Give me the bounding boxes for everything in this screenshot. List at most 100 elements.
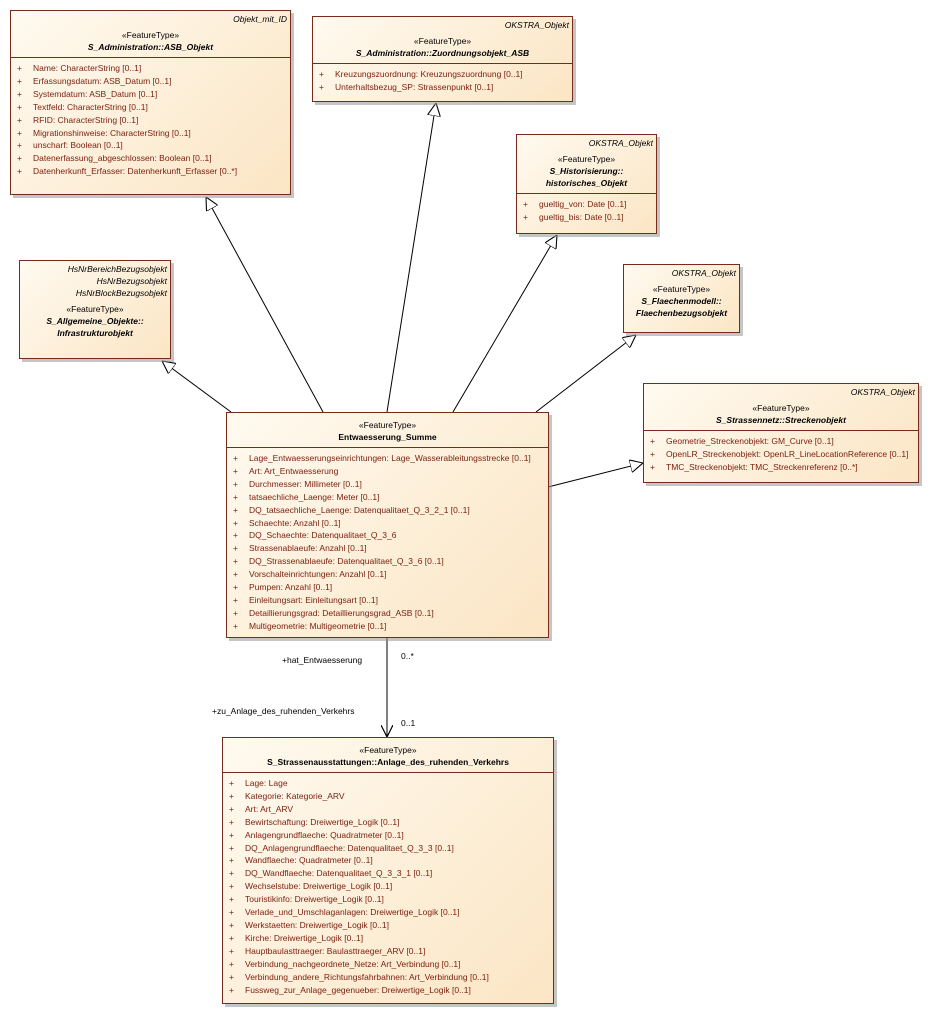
class-header: OKSTRA_Objekt «FeatureType» S_Flaechenmo… — [624, 265, 739, 323]
stereotype-label: «FeatureType» — [358, 420, 417, 430]
attribute-text: Name: CharacterString [0..1] — [33, 63, 142, 73]
visibility-marker: + — [229, 971, 234, 982]
visibility-marker: + — [229, 958, 234, 969]
attribute-text: Werkstaetten: Dreiwertige_Logik [0..1] — [245, 919, 389, 930]
attribute-text: Lage: Lage — [245, 778, 288, 788]
attribute-text: Datenerfassung_abgeschlossen: Boolean [0… — [33, 153, 212, 164]
visibility-marker: + — [229, 984, 234, 995]
attribute-text: Durchmesser: Millimeter [0..1] — [249, 478, 362, 489]
visibility-marker: + — [233, 543, 238, 554]
class-header: «FeatureType» Entwaesserung_Summe — [227, 413, 548, 447]
attribute-row: +Lage_Entwaesserungseinrichtungen: Lage_… — [227, 452, 548, 465]
attribute-text: DQ_Strassenablaeufe: Datenqualitaet_Q_3_… — [249, 556, 444, 567]
attribute-compartment: + Kreuzungszuordnung: Kreuzungszuordnung … — [313, 63, 572, 97]
attribute-text: Pumpen: Anzahl [0..1] — [249, 582, 333, 593]
attribute-row: + Lage: Lage — [223, 777, 553, 790]
attribute-row: +Touristikinfo: Dreiwertige_Logik [0..1] — [223, 893, 553, 906]
attribute-row: +gueltig_von: Date [0..1] — [517, 198, 656, 211]
class-header: HsNrBereichBezugsobjekt HsNrBezugsobjekt… — [20, 261, 170, 343]
class-name: S_Strassenausstattungen::Anlage_des_ruhe… — [267, 757, 509, 767]
visibility-marker: + — [17, 75, 22, 86]
attribute-row: + DQ_Strassenablaeufe: Datenqualitaet_Q_3… — [227, 555, 548, 568]
tagged-value: HsNrBereichBezugsobjekt — [67, 264, 167, 274]
stereotype-label: «FeatureType» — [121, 30, 180, 40]
visibility-marker: + — [229, 932, 234, 943]
attribute-row: +unscharf: Boolean [0..1] — [11, 139, 290, 152]
attribute-row: +Einleitungsart: Einleitungsart [0..1] — [227, 594, 548, 607]
tagged-value: OKSTRA_Objekt — [588, 138, 653, 148]
class-name-line2: Flaechenbezugsobjekt — [635, 308, 728, 318]
class-asb-objekt[interactable]: Objekt_mit_ID «FeatureType» S_Administra… — [10, 10, 291, 195]
class-anlage-des-ruhenden-verkehrs[interactable]: «FeatureType» S_Strassenausstattungen::A… — [222, 737, 554, 1004]
class-entwaesserung-summe[interactable]: «FeatureType» Entwaesserung_Summe +Lage_… — [226, 412, 549, 638]
visibility-marker: + — [523, 199, 528, 209]
attribute-text: Anlagengrundflaeche: Quadratmeter [0..1] — [245, 829, 404, 840]
attribute-text: Systemdatum: ASB_Datum [0..1] — [33, 88, 158, 99]
generalization-infrastrukturobjekt — [162, 361, 232, 413]
attribute-row: +Werkstaetten: Dreiwertige_Logik [0..1] — [223, 919, 553, 932]
visibility-marker: + — [233, 582, 238, 593]
visibility-marker: + — [319, 69, 324, 79]
class-name: S_Historisierung:: — [549, 166, 624, 176]
stereotype-label: «FeatureType» — [66, 304, 124, 314]
class-historisches-objekt[interactable]: OKSTRA_Objekt «FeatureType» S_Historisie… — [516, 134, 657, 234]
class-infrastrukturobjekt[interactable]: HsNrBereichBezugsobjekt HsNrBezugsobjekt… — [19, 260, 171, 359]
visibility-marker: + — [233, 491, 238, 502]
attribute-row: + Kreuzungszuordnung: Kreuzungszuordnung … — [313, 68, 572, 81]
visibility-marker: + — [229, 829, 234, 840]
visibility-marker: + — [233, 607, 238, 618]
attribute-text: Strassenablaeufe: Anzahl [0..1] — [249, 543, 367, 554]
visibility-marker: + — [233, 530, 238, 541]
attribute-text: Fussweg_zur_Anlage_gegenueber: Dreiwerti… — [245, 984, 471, 995]
class-flaechenbezugsobjekt[interactable]: OKSTRA_Objekt «FeatureType» S_Flaechenmo… — [623, 264, 740, 333]
visibility-marker: + — [229, 778, 234, 788]
attribute-text: Datenherkunft_Erfasser: Datenherkunft_Er… — [33, 166, 238, 177]
attribute-row: +Geometrie_Streckenobjekt: GM_Curve [0..… — [644, 435, 918, 448]
generalization-asb-objekt — [206, 197, 324, 413]
attribute-compartment: +Lage: Lage+Kategorie: Kategorie_ARV+Art… — [223, 772, 553, 999]
attribute-row: +Verlade_und_Umschlaganlagen: Dreiwertig… — [223, 906, 553, 919]
association-target-role: +zu_Anlage_des_ruhenden_Verkehrs — [212, 706, 355, 716]
attribute-text: Art: Art_Entwaesserung — [249, 465, 339, 476]
attribute-text: Lage_Entwaesserungseinrichtungen: Lage_W… — [249, 453, 531, 463]
visibility-marker: + — [233, 556, 238, 567]
attribute-text: RFID: CharacterString [0..1] — [33, 114, 139, 125]
attribute-text: OpenLR_Streckenobjekt: OpenLR_LineLocati… — [666, 448, 909, 459]
attribute-text: TMC_Streckenobjekt: TMC_Streckenreferenz… — [666, 461, 858, 472]
generalization-zuordnungsobjekt — [386, 103, 436, 413]
visibility-marker: + — [229, 881, 234, 892]
visibility-marker: + — [650, 436, 655, 446]
class-header: «FeatureType» S_Strassenausstattungen::A… — [223, 738, 553, 772]
attribute-row: +OpenLR_Streckenobjekt: OpenLR_LineLocat… — [644, 448, 918, 461]
class-streckenobjekt[interactable]: OKSTRA_Objekt «FeatureType» S_Strassenne… — [643, 383, 919, 483]
attribute-row: +DQ_Wandflaeche: Datenqualitaet_Q_3_3_1 … — [223, 867, 553, 880]
attribute-text: Kreuzungszuordnung: Kreuzungszuordnung [… — [335, 69, 523, 79]
attribute-text: Schaechte: Anzahl [0..1] — [249, 517, 341, 528]
attribute-row: + Kirche: Dreiwertige_Logik [0..1] — [223, 932, 553, 945]
attribute-row: +Migrationshinweise: CharacterString [0.… — [11, 127, 290, 140]
attribute-text: Wechselstube: Dreiwertige_Logik [0..1] — [245, 881, 393, 892]
attribute-text: Hauptbaulasttraeger: Baulasttraeger_ARV … — [245, 945, 426, 956]
attribute-text: tatsaechliche_Laenge: Meter [0..1] — [249, 491, 380, 502]
attribute-text: Textfeld: CharacterString [0..1] — [33, 101, 148, 112]
association-target-multiplicity: 0..1 — [401, 718, 416, 728]
attribute-text: DQ_tatsaechliche_Laenge: Datenqualitaet_… — [249, 504, 470, 515]
attribute-compartment: +Name: CharacterString [0..1]+Erfassungs… — [11, 57, 290, 181]
class-zuordnungsobjekt-asb[interactable]: OKSTRA_Objekt «FeatureType» S_Administra… — [312, 16, 573, 102]
attribute-text: Migrationshinweise: CharacterString [0..… — [33, 127, 191, 138]
attribute-text: Kirche: Dreiwertige_Logik [0..1] — [245, 932, 364, 943]
attribute-row: +RFID: CharacterString [0..1] — [11, 114, 290, 127]
visibility-marker: + — [319, 81, 324, 92]
generalization-historisches-objekt — [452, 235, 557, 413]
attribute-text: Verbindung_nachgeordnete_Netze: Art_Verb… — [245, 958, 461, 969]
attribute-text: Vorschalteinrichtungen: Anzahl [0..1] — [249, 569, 387, 580]
attribute-row: +Detaillierungsgrad: Detaillierungsgrad_… — [227, 607, 548, 620]
attribute-text: DQ_Wandflaeche: Datenqualitaet_Q_3_3_1 [… — [245, 868, 433, 879]
attribute-row: + Strassenablaeufe: Anzahl [0..1] — [227, 542, 548, 555]
attribute-text: Art: Art_ARV — [245, 803, 294, 814]
visibility-marker: + — [233, 594, 238, 605]
visibility-marker: + — [233, 569, 238, 580]
visibility-marker: + — [650, 461, 655, 472]
class-header: OKSTRA_Objekt «FeatureType» S_Historisie… — [517, 135, 656, 193]
attribute-row: + TMC_Streckenobjekt: TMC_Streckenreferen… — [644, 461, 918, 474]
